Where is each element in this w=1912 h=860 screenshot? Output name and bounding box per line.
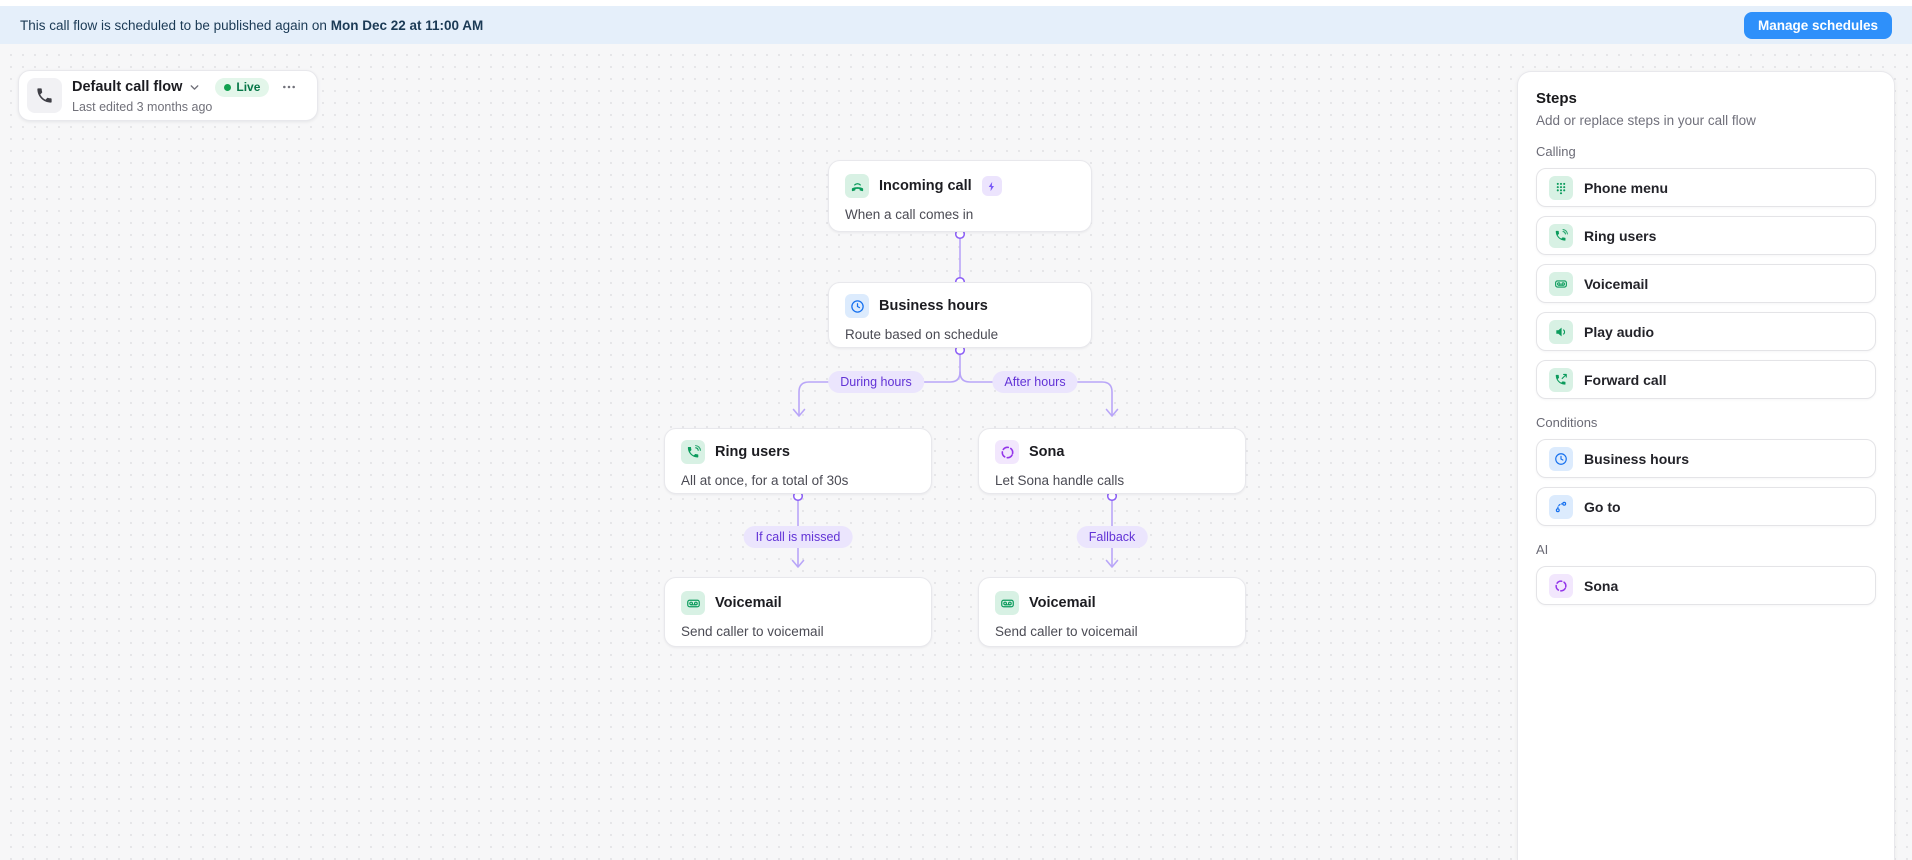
voicemail-icon (995, 591, 1019, 615)
sidebar-item-voicemail[interactable]: Voicemail (1536, 264, 1876, 303)
node-subtitle: Let Sona handle calls (995, 473, 1125, 488)
clock-icon (845, 294, 869, 318)
node-title: Voicemail (1029, 595, 1096, 611)
phone-ring-icon (681, 440, 705, 464)
schedule-banner: This call flow is scheduled to be publis… (0, 6, 1912, 44)
last-edited-text: Last edited 3 months ago (72, 99, 213, 114)
sidebar-item-forward-call[interactable]: Forward call (1536, 360, 1876, 399)
node-voicemail-right[interactable]: Voicemail Send caller to voicemail (978, 577, 1246, 647)
node-title: Voicemail (715, 595, 782, 611)
flow-title: Default call flow (72, 79, 183, 95)
steps-panel: Steps Add or replace steps in your call … (1517, 71, 1895, 860)
lightning-icon (981, 176, 1002, 196)
flow-header-card[interactable]: Default call flow Live Last edited 3 mon… (18, 70, 318, 121)
dialpad-icon (1549, 175, 1573, 200)
incoming-call-icon (845, 174, 869, 198)
sidebar-item-sona[interactable]: Sona (1536, 566, 1876, 605)
sidebar-item-play-audio[interactable]: Play audio (1536, 312, 1876, 351)
speaker-icon (1549, 319, 1573, 344)
voicemail-icon (681, 591, 705, 615)
node-sona[interactable]: Sona Let Sona handle calls (978, 428, 1246, 494)
node-incoming-call[interactable]: Incoming call When a call comes in (828, 160, 1092, 232)
node-subtitle: When a call comes in (845, 207, 974, 222)
schedule-banner-text: This call flow is scheduled to be publis… (20, 17, 484, 33)
node-subtitle: Send caller to voicemail (995, 624, 1138, 639)
chevron-down-icon[interactable] (188, 81, 201, 94)
go-to-icon (1549, 494, 1573, 519)
node-ring-users[interactable]: Ring users All at once, for a total of 3… (664, 428, 932, 494)
node-subtitle: All at once, for a total of 30s (681, 473, 849, 488)
manage-schedules-button[interactable]: Manage schedules (1743, 12, 1892, 39)
schedule-date: Mon Dec 22 at 11:00 AM (330, 17, 484, 33)
phone-icon (27, 78, 62, 113)
node-subtitle: Route based on schedule (845, 327, 999, 342)
more-menu-icon[interactable] (281, 79, 297, 95)
node-subtitle: Send caller to voicemail (681, 624, 824, 639)
section-label-ai: AI (1536, 542, 1549, 557)
sona-swirl-icon (995, 440, 1019, 464)
sidebar-item-go-to[interactable]: Go to (1536, 487, 1876, 526)
section-label-calling: Calling (1536, 144, 1576, 159)
steps-panel-title: Steps (1536, 90, 1577, 107)
sidebar-item-ring-users[interactable]: Ring users (1536, 216, 1876, 255)
node-title: Business hours (879, 298, 988, 314)
edge-label-after-hours: After hours (992, 371, 1078, 393)
node-title: Sona (1029, 444, 1065, 460)
phone-ring-icon (1549, 223, 1573, 248)
sidebar-item-phone-menu[interactable]: Phone menu (1536, 168, 1876, 207)
steps-panel-subtitle: Add or replace steps in your call flow (1536, 113, 1756, 128)
phone-forward-icon (1549, 367, 1573, 392)
node-title: Ring users (715, 444, 790, 460)
status-badge: Live (215, 77, 270, 97)
edge-label-if-call-missed: If call is missed (743, 526, 853, 548)
edge-label-during-hours: During hours (828, 371, 924, 393)
live-dot-icon (224, 83, 232, 91)
sidebar-item-business-hours[interactable]: Business hours (1536, 439, 1876, 478)
sona-swirl-icon (1549, 573, 1573, 598)
node-business-hours[interactable]: Business hours Route based on schedule (828, 282, 1092, 348)
node-voicemail-left[interactable]: Voicemail Send caller to voicemail (664, 577, 932, 647)
clock-icon (1549, 446, 1573, 471)
voicemail-icon (1549, 271, 1573, 296)
edge-label-fallback: Fallback (1076, 526, 1148, 548)
node-title: Incoming call (879, 178, 972, 194)
section-label-conditions: Conditions (1536, 415, 1598, 430)
